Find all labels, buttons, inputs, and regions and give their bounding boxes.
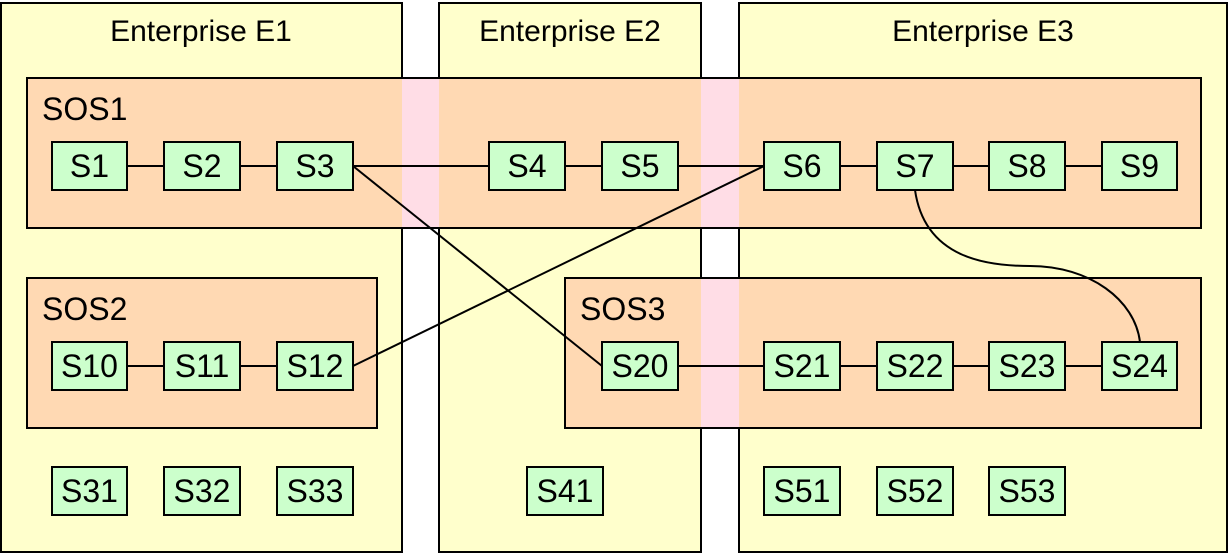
service-s51: S51: [763, 466, 841, 516]
service-s23-label: S23: [999, 348, 1056, 384]
service-s21: S21: [763, 341, 841, 391]
link-s12-s6: [352, 165, 765, 367]
service-s20-label: S20: [612, 348, 669, 384]
service-s1: S1: [51, 141, 128, 191]
service-s11: S11: [163, 341, 241, 391]
service-s7: S7: [876, 141, 954, 191]
service-s23: S23: [988, 341, 1066, 391]
service-s52-label: S52: [887, 473, 944, 509]
service-s33-label: S33: [287, 473, 344, 509]
service-s22-label: S22: [887, 348, 944, 384]
sos1-overlap-gap-1: [402, 79, 439, 227]
enterprise-e1-title: Enterprise E1: [110, 15, 292, 48]
service-s31-label: S31: [61, 473, 118, 509]
service-s9-label: S9: [1120, 148, 1159, 184]
link-s3-s20: [352, 165, 603, 367]
service-s5-label: S5: [620, 148, 659, 184]
service-s24-label: S24: [1111, 348, 1168, 384]
sos1-overlap-gap-2: [701, 79, 739, 227]
service-s8-label: S8: [1007, 148, 1046, 184]
service-s11-label: S11: [175, 348, 230, 384]
connections: [127, 165, 1141, 367]
service-s6-label: S6: [782, 148, 821, 184]
enterprise-e3-title: Enterprise E3: [892, 15, 1074, 48]
service-s24: S24: [1101, 341, 1178, 391]
service-s53: S53: [988, 466, 1066, 516]
service-s32: S32: [163, 466, 241, 516]
service-s3-label: S3: [295, 148, 334, 184]
service-s9: S9: [1101, 141, 1178, 191]
service-s8: S8: [988, 141, 1066, 191]
service-s41-label: S41: [537, 473, 594, 509]
sos3-overlap-gap: [701, 279, 739, 427]
link-s7-s24: [914, 189, 1141, 343]
service-s33: S33: [276, 466, 354, 516]
service-s53-label: S53: [999, 473, 1056, 509]
service-s4: S4: [488, 141, 566, 191]
service-s21-label: S21: [774, 348, 831, 384]
service-s10-label: S10: [61, 348, 118, 384]
service-s2: S2: [163, 141, 241, 191]
service-s22: S22: [876, 341, 954, 391]
service-s2-label: S2: [182, 148, 221, 184]
service-s20: S20: [601, 341, 679, 391]
service-s1-label: S1: [70, 148, 109, 184]
enterprise-e2-title: Enterprise E2: [479, 15, 661, 48]
service-s41: S41: [526, 466, 604, 516]
sos3-title: SOS3: [580, 291, 665, 327]
service-s32-label: S32: [174, 473, 231, 509]
service-s6: S6: [763, 141, 841, 191]
service-s5: S5: [601, 141, 679, 191]
sos2-title: SOS2: [42, 291, 127, 327]
service-s12-label: S12: [287, 348, 344, 384]
service-s51-label: S51: [774, 473, 831, 509]
service-s52: S52: [876, 466, 954, 516]
service-s3: S3: [276, 141, 354, 191]
service-s12: S12: [276, 341, 354, 391]
service-s10: S10: [51, 341, 128, 391]
service-s31: S31: [51, 466, 128, 516]
service-s7-label: S7: [895, 148, 934, 184]
service-s4-label: S4: [507, 148, 546, 184]
sos1-title: SOS1: [42, 91, 127, 127]
